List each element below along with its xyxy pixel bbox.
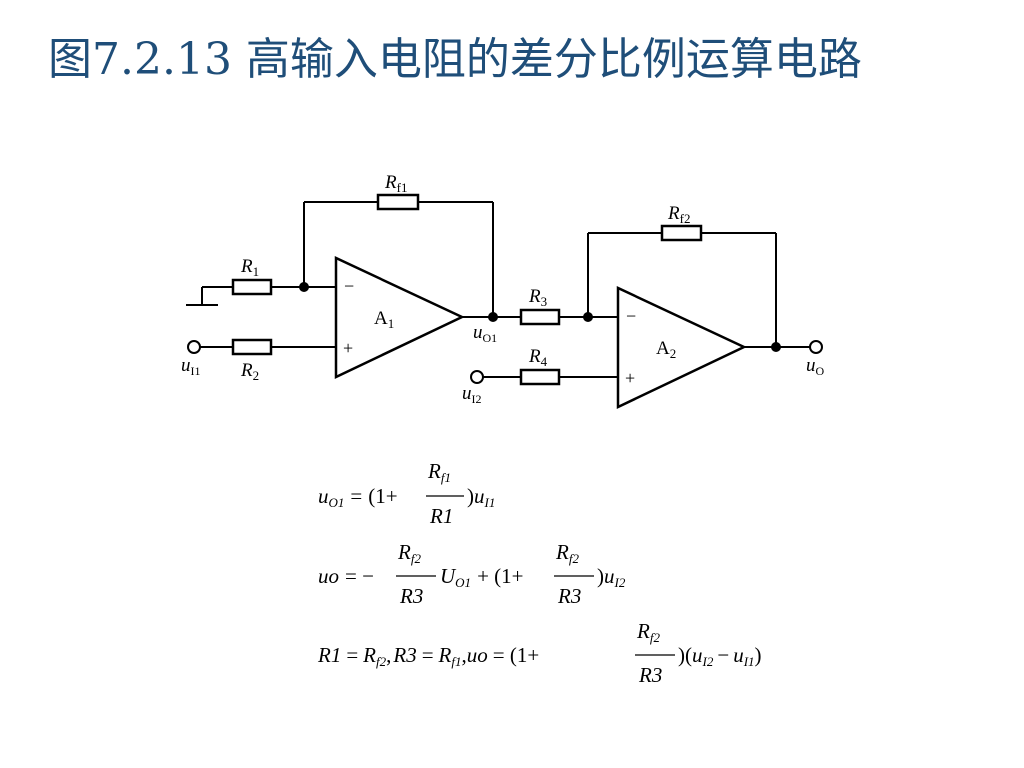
a1-plus-sign: +	[343, 338, 353, 358]
junction-dot	[583, 312, 593, 322]
svg-text:)uI1: )uI1	[467, 484, 495, 510]
eq3-denominator: R3	[638, 663, 662, 687]
svg-text:uO1=(1+: uO1=(1+	[318, 484, 398, 510]
a1-minus-sign: −	[344, 276, 354, 296]
svg-text:)uI2: )uI2	[597, 564, 626, 590]
resistor-r4	[519, 368, 561, 386]
eq2-frac2-denominator: R3	[557, 584, 581, 608]
label-ui1: uI1	[181, 355, 201, 378]
eq1-denominator: R1	[429, 504, 453, 528]
label-r4: R4	[528, 346, 548, 369]
equation-3: R1=Rf2,R3=Rf1,uo= (1+ Rf2 R3 )(uI2−uI1)	[317, 619, 762, 687]
resistor-r3	[519, 308, 561, 326]
label-r3: R3	[528, 286, 547, 309]
svg-text:)(uI2−uI1): )(uI2−uI1)	[678, 643, 762, 669]
equation-2: uo= − Rf2 R3 UO1+ (1+ Rf2 R3 )uI2	[318, 540, 626, 608]
label-a1: A1	[374, 308, 394, 331]
opamp-a1	[334, 256, 465, 379]
junction-dot	[299, 282, 309, 292]
resistor-rf1	[376, 193, 420, 211]
a2-plus-sign: +	[625, 368, 635, 388]
a2-minus-sign: −	[626, 306, 636, 326]
label-r2: R2	[240, 360, 259, 383]
equation-1: uO1=(1+ Rf1 R1 )uI1	[318, 459, 495, 528]
label-rf1: Rf1	[384, 172, 407, 195]
label-ui2: uI2	[462, 383, 482, 406]
terminal-ui2	[470, 370, 484, 384]
label-r1: R1	[240, 256, 259, 279]
resistor-rf2	[660, 224, 703, 242]
svg-text:R1=Rf2,R3=Rf1,uo= (1+: R1=Rf2,R3=Rf1,uo= (1+	[317, 643, 539, 669]
terminal-ui1	[187, 340, 201, 354]
eq2-frac1-numerator: Rf2	[397, 540, 421, 566]
resistor-r2	[231, 338, 273, 356]
label-uo: uO	[806, 355, 825, 378]
svg-text:UO1+ (1+: UO1+ (1+	[440, 564, 524, 590]
eq1-numerator: Rf1	[427, 459, 451, 485]
resistor-r1	[231, 278, 273, 296]
eq2-frac1-denominator: R3	[399, 584, 423, 608]
label-rf2: Rf2	[667, 203, 690, 226]
opamp-a2	[616, 286, 747, 409]
terminal-uo	[809, 340, 823, 354]
junction-dot	[488, 312, 498, 322]
slide-title: 图7.2.13 高输入电阻的差分比例运算电路	[48, 34, 862, 85]
eq2-frac2-numerator: Rf2	[555, 540, 579, 566]
eq3-numerator: Rf2	[636, 619, 660, 645]
label-a2: A2	[656, 338, 676, 361]
label-uo1: uO1	[473, 322, 497, 345]
junction-dot	[771, 342, 781, 352]
svg-text:uo= −: uo= −	[318, 564, 374, 588]
